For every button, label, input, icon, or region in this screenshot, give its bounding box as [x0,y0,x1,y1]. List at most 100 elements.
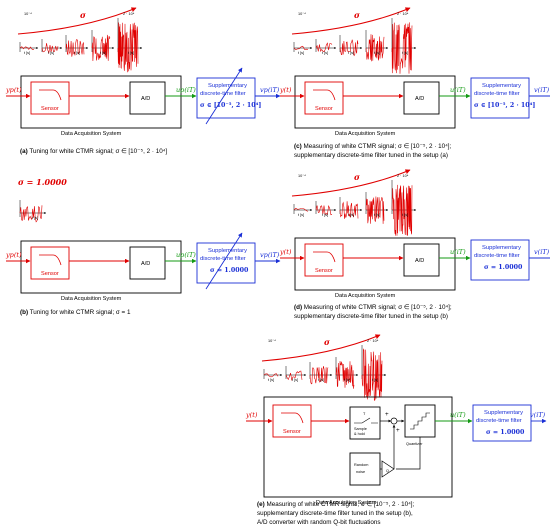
noise-waveform [285,370,303,382]
caption-b-text: Tuning for white CTMR signal; σ = 1 [30,309,131,316]
waveform-3: t [s] [339,197,363,219]
filter-label-1: Supplementary [208,83,247,89]
output-signal-label: v(iT) [530,411,546,419]
mid-signal-label: up(iT) [176,251,196,259]
waveform-1: t [s] [263,369,283,382]
sigma-increase-arrow [291,169,411,197]
input-signal-label: yp(t) [5,251,22,259]
input-signal-label: y(t) [245,411,258,419]
filter-sigma-label: σ ∈ [10⁻⁵, 2 · 10⁴] [200,102,261,109]
daq-box [20,240,182,294]
mid-signal-label: u(iT) [450,411,466,419]
noise-waveform [365,34,385,62]
lowpass-icon [313,89,336,101]
noise-waveform [19,46,35,50]
caption-e-text-1: Measuring of white CTMR signal; σ ∈ [10⁻… [266,501,414,508]
lowpass-icon [281,412,304,424]
noise-waveform [315,42,333,53]
filter-label-2: discrete-time filter [200,256,246,262]
sensor-box [30,246,70,280]
filter-label-2: discrete-time filter [200,91,246,97]
sigma-label: σ [80,10,86,20]
caption-e-text-3: A/D converter with random Q-bit fluctuat… [257,519,381,526]
ad-box [403,81,440,115]
sigma-label: σ [354,172,360,182]
sigma-increase-arrow [291,7,411,35]
waveform-3: t [s] [65,35,89,57]
staircase-icon [410,412,430,430]
exp-low-label: 10⁻⁴ [298,174,306,178]
caption-b-letter: (b) [20,309,28,316]
lowpass-icon [313,251,336,263]
exp-low-label: 10⁻⁴ [268,339,276,343]
caption-a: (a) Tuning for white CTMR signal; σ ∈ [1… [20,148,167,155]
lowpass-icon [39,89,62,101]
time-axis-label: t [s] [100,51,106,55]
filter-sigma-label: σ = 1.0000 [484,264,523,271]
caption-d-text-2: supplementary discrete-time filter tuned… [294,313,448,320]
caption-b: (b) Tuning for white CTMR signal; σ = 1 [20,309,131,316]
sample-period-label: T [363,412,366,416]
caption-d: (d) Measuring of white CTMR signal; σ ∈ … [294,304,452,320]
noise-waveform [335,361,355,389]
noise-waveform [91,34,111,62]
ad-box [129,246,166,280]
ad-label: A/D [141,96,150,102]
filter-label-1: Supplementary [482,83,521,89]
time-axis-label: t [s] [402,213,408,217]
daq-box [294,237,456,291]
caption-e: (e) Measuring of white CTMR signal; σ ∈ … [257,501,415,526]
caption-e-text-2: supplementary discrete-time filter tuned… [257,510,413,517]
noise-waveform [315,205,333,216]
sigma-label: σ [354,10,360,20]
noise-waveform [339,201,359,219]
ad-box [403,243,440,277]
svg-text:(b) Tuning for white CTMR sign: (b) Tuning for white CTMR signal; σ = 1 [20,309,131,316]
random-noise-label-1: Random [354,463,368,467]
sensor-label: Sensor [41,106,59,112]
noise-waveform [361,348,383,401]
filter-box [196,242,256,284]
noise-waveform [117,22,139,73]
noise-waveform [65,39,85,57]
quantizer-feedback-line [396,437,421,470]
caption-e-letter: (e) [257,501,265,508]
time-axis-label: t [s] [322,51,328,55]
sensor-label: Sensor [315,268,333,274]
exp-high-label: 2 · 10⁴ [397,12,409,16]
noise-waveform [339,39,359,57]
filter-sigma-label: σ ∈ [10⁻⁵, 2 · 10⁴] [474,102,535,109]
time-axis-label: t [s] [268,378,274,382]
sensor-label: Sensor [41,271,59,277]
caption-c-text-2: supplementary discrete-time filter tuned… [294,152,448,159]
waveform-4: t [s] [91,30,115,62]
noise-waveform [263,373,279,378]
daq-label: Data Acquisition System [61,131,122,137]
sigma-label: σ [324,337,330,347]
waveform-2: t [s] [315,201,337,217]
filter-box [472,404,532,442]
exp-low-label: 10⁻⁴ [298,12,306,16]
mid-signal-label: u(iT) [450,86,466,94]
input-signal-label: y(t) [279,248,292,256]
filter-box [470,239,530,281]
time-axis-label: t [s] [292,378,298,382]
caption-c: (c) Measuring of white CTMR signal; σ ∈ … [294,143,452,159]
waveform-3: t [s] [339,35,363,57]
exp-high-label: 2 · 10⁴ [123,12,135,16]
caption-c-text-1: Measuring of white CTMR signal; σ ∈ [10⁻… [303,143,451,150]
time-axis-label: t [s] [128,51,134,55]
noise-waveform [41,43,59,54]
noise-waveform [19,205,43,223]
time-axis-label: t [s] [374,51,380,55]
caption-d-letter: (d) [294,304,302,311]
time-axis-label: t [s] [318,378,324,382]
waveform-1: t [s] [293,42,313,55]
noise-waveform [391,22,413,74]
